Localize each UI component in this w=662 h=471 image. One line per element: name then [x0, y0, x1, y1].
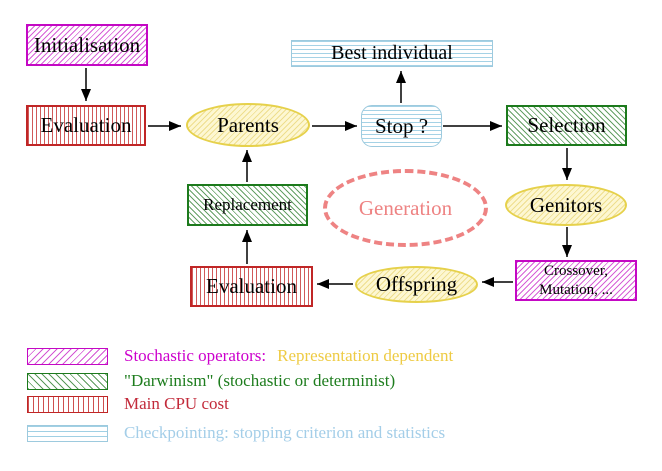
- legend-label-representation-dependent: Representation dependent: [277, 346, 454, 365]
- legend-label-stochastic-operators: Stochastic operators:: [124, 346, 267, 365]
- node-stop: Stop ?: [361, 105, 442, 147]
- legend-swatch-green-diagonal-hatch: [27, 372, 108, 390]
- node-evaluation-bottom: Evaluation: [190, 266, 313, 307]
- legend-swatch-magenta-diagonal-hatch: [27, 347, 108, 365]
- legend-label-darwinism: "Darwinism" (stochastic or determinist): [124, 371, 396, 390]
- node-evaluation-top: Evaluation: [26, 105, 146, 146]
- node-replacement: Replacement: [187, 184, 308, 226]
- crossover-label-line1: Crossover,: [544, 262, 608, 279]
- legend-row-stochastic-operators: Stochastic operators: Representation dep…: [27, 346, 454, 365]
- legend-swatch-red-vertical-hatch: [27, 395, 108, 413]
- node-best-individual: Best individual: [291, 40, 493, 67]
- legend-label-checkpointing: Checkpointing: stopping criterion and st…: [124, 423, 446, 442]
- node-generation: Generation: [323, 169, 488, 247]
- crossover-label-line2: Mutation, ...: [539, 281, 613, 298]
- node-offspring: Offspring: [355, 266, 478, 303]
- legend-row-checkpointing: Checkpointing: stopping criterion and st…: [27, 423, 446, 442]
- node-initialisation: Initialisation: [26, 24, 148, 66]
- node-selection: Selection: [506, 105, 627, 146]
- node-parents: Parents: [186, 103, 310, 147]
- legend-row-main-cpu-cost: Main CPU cost: [27, 394, 229, 413]
- node-crossover-mutation: Crossover, Mutation, ...: [515, 260, 637, 301]
- legend-label-main-cpu-cost: Main CPU cost: [124, 394, 229, 413]
- node-genitors: Genitors: [505, 184, 627, 226]
- legend-swatch-cyan-horizontal-hatch: [27, 424, 108, 442]
- legend-row-darwinism: "Darwinism" (stochastic or determinist): [27, 371, 396, 390]
